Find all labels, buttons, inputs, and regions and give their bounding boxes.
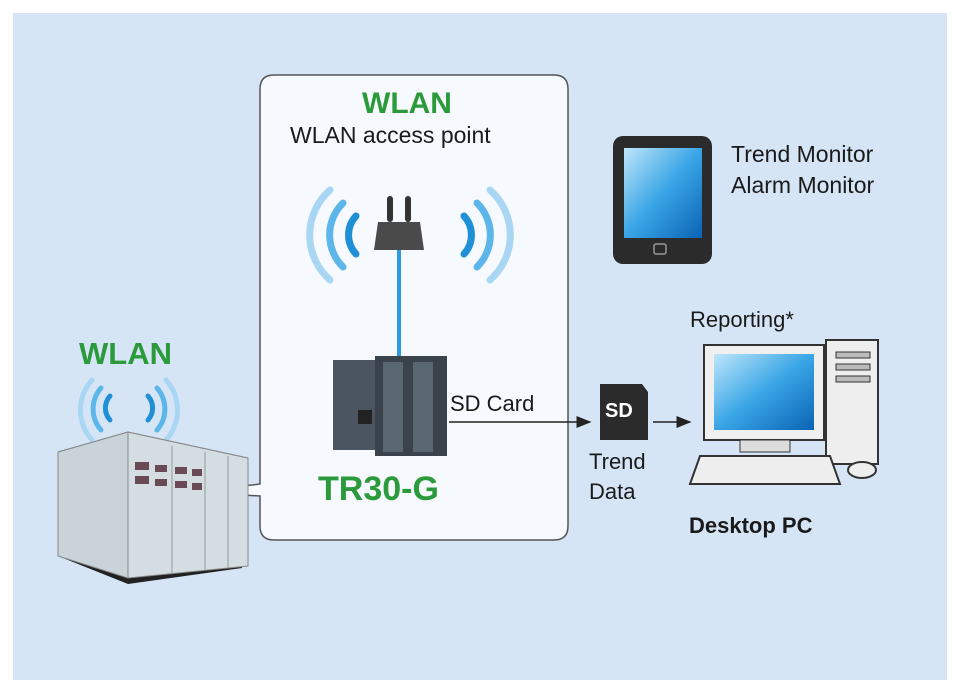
- tablet-icon: [613, 136, 712, 264]
- reporting-label: Reporting*: [690, 307, 794, 332]
- sd-card-label: SD Card: [450, 391, 535, 416]
- alarm-monitor-label: Alarm Monitor: [731, 172, 875, 198]
- wifi-waves-access-point-icon: [306, 186, 514, 284]
- access-point-subtitle: WLAN access point: [290, 122, 491, 148]
- access-point-title: WLAN: [362, 87, 452, 120]
- tr30g-recorder-icon: [333, 356, 447, 456]
- recorder-label: TR30-G: [318, 470, 439, 508]
- sd-icon-text: SD: [605, 400, 633, 422]
- trend-data-line1: Trend: [589, 449, 646, 474]
- control-cabinet-icon: [57, 431, 249, 584]
- sd-card-icon: [600, 384, 648, 440]
- access-point-icon: [374, 196, 424, 250]
- trend-monitor-label: Trend Monitor: [731, 141, 874, 167]
- wifi-waves-cabinet-icon: [78, 377, 180, 443]
- trend-data-line2: Data: [589, 479, 636, 504]
- access-point-panel: [191, 74, 569, 541]
- desktop-pc-label: Desktop PC: [689, 513, 813, 538]
- cabinet-wlan-label: WLAN: [79, 336, 172, 371]
- desktop-pc-icon: [688, 339, 879, 485]
